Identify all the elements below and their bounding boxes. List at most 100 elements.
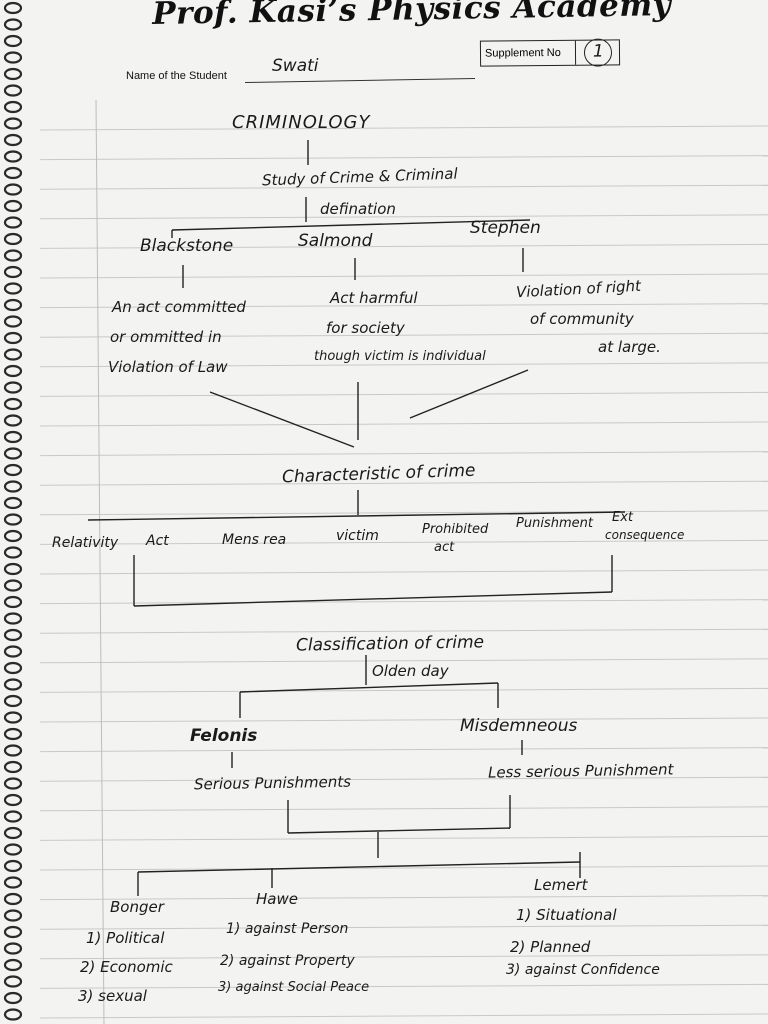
spiral-ring	[3, 958, 23, 972]
spiral-ring	[3, 18, 23, 31]
spiral-ring	[3, 975, 23, 988]
spiral-ring	[3, 232, 23, 246]
spiral-ring	[3, 364, 23, 378]
spiral-ring	[3, 562, 23, 576]
ruled-line	[39, 747, 768, 753]
spiral-ring	[3, 628, 23, 642]
ruled-line	[39, 362, 768, 368]
spiral-ring	[3, 183, 23, 196]
margin-line	[95, 99, 105, 1024]
spiral-ring	[3, 513, 23, 526]
spiral-ring	[3, 694, 23, 708]
blackstone-line-2: or ommitted in	[110, 328, 222, 346]
lemert-item-2: 2) Planned	[510, 938, 591, 956]
lemert-item-3: 3) against Confidence	[506, 962, 660, 978]
ruled-line	[39, 599, 768, 605]
spiral-ring	[3, 876, 23, 889]
bonger-name: Bonger	[110, 898, 164, 916]
ruled-line	[39, 924, 768, 930]
spiral-ring	[3, 843, 23, 856]
ruled-line	[39, 480, 768, 486]
ruled-line	[39, 421, 768, 427]
ruled-line	[39, 1013, 768, 1019]
spiral-ring	[3, 331, 23, 345]
salmond-line-3: though victim is individual	[314, 349, 486, 364]
char-victim: victim	[336, 528, 379, 544]
olden-day: Olden day	[372, 662, 449, 680]
stephen-line-3: at large.	[598, 338, 661, 356]
ruled-line	[39, 658, 768, 664]
spiral-ring	[3, 744, 23, 757]
spiral-ring	[3, 925, 23, 939]
ruled-line	[39, 155, 768, 161]
felonis: Felonis	[190, 726, 258, 746]
topic-title: CRIMINOLOGY	[232, 112, 371, 133]
hawe-name: Hawe	[256, 890, 298, 908]
hawe-item-3: 3) against Social Peace	[218, 980, 370, 995]
spiral-ring	[3, 447, 23, 460]
spiral-ring	[3, 645, 23, 658]
salmond-name: Salmond	[298, 231, 373, 251]
bonger-item-3: 3) sexual	[78, 987, 147, 1005]
blackstone-line-3: Violation of Law	[108, 358, 228, 376]
bonger-item-1: 1) Political	[86, 929, 165, 947]
spiral-ring	[3, 727, 23, 741]
ruled-line	[39, 983, 768, 989]
ruled-line	[39, 865, 768, 871]
spiral-ring	[3, 711, 23, 724]
ruled-line	[39, 125, 768, 131]
spiral-ring	[3, 1008, 23, 1021]
student-name-label: Name of the Student	[126, 70, 227, 82]
spiral-ring	[3, 991, 23, 1005]
spiral-ring	[3, 199, 23, 213]
spiral-ring	[3, 265, 23, 279]
spiral-ring	[3, 909, 23, 922]
char-mens-rea: Mens rea	[222, 532, 287, 548]
char-prohibited-act: act	[434, 540, 455, 555]
spiral-ring	[3, 859, 23, 873]
spiral-ring	[3, 612, 23, 625]
spiral-ring	[3, 826, 23, 840]
char-act: Act	[146, 533, 169, 549]
less-serious-punishment: Less serious Punishment	[487, 760, 674, 782]
definition-text: defination	[320, 200, 396, 218]
salmond-line-1: Act harmful	[330, 289, 418, 307]
ruled-line	[39, 776, 768, 782]
serious-punishments: Serious Punishments	[193, 772, 352, 794]
ruled-line	[39, 451, 768, 457]
spiral-ring	[3, 414, 23, 427]
ruled-line	[39, 717, 768, 723]
spiral-ring	[3, 298, 23, 312]
ruled-line	[39, 954, 768, 960]
spiral-ring	[3, 150, 23, 163]
spiral-ring	[3, 810, 23, 823]
spiral-ring	[3, 216, 23, 229]
spiral-ring	[3, 100, 23, 114]
hawe-item-2: 2) against Property	[220, 953, 355, 969]
ruled-line	[39, 628, 768, 634]
spiral-ring	[3, 678, 23, 691]
stephen-name: Stephen	[470, 218, 541, 238]
lemert-name: Lemert	[534, 876, 588, 894]
ruled-line	[39, 510, 768, 516]
ruled-line	[39, 303, 768, 309]
hawe-item-1: 1) against Person	[226, 921, 349, 937]
spiral-ring	[3, 480, 23, 493]
ruled-line	[39, 835, 768, 841]
bonger-item-2: 2) Economic	[80, 958, 173, 976]
ruled-line	[39, 243, 768, 249]
spiral-ring	[3, 117, 23, 130]
spiral-ring	[3, 892, 23, 906]
classification-title: Classification of crime	[295, 632, 485, 656]
stephen-line-2: of community	[530, 310, 634, 328]
spiral-ring	[3, 381, 23, 394]
spiral-ring	[3, 1, 23, 15]
spiral-ring	[3, 595, 23, 609]
lemert-item-1: 1) Situational	[516, 906, 617, 924]
ruled-line	[39, 895, 768, 901]
spiral-ring	[3, 166, 23, 180]
spiral-ring	[3, 777, 23, 790]
char-consequence: consequence	[605, 528, 685, 542]
spiral-ring	[3, 34, 23, 48]
